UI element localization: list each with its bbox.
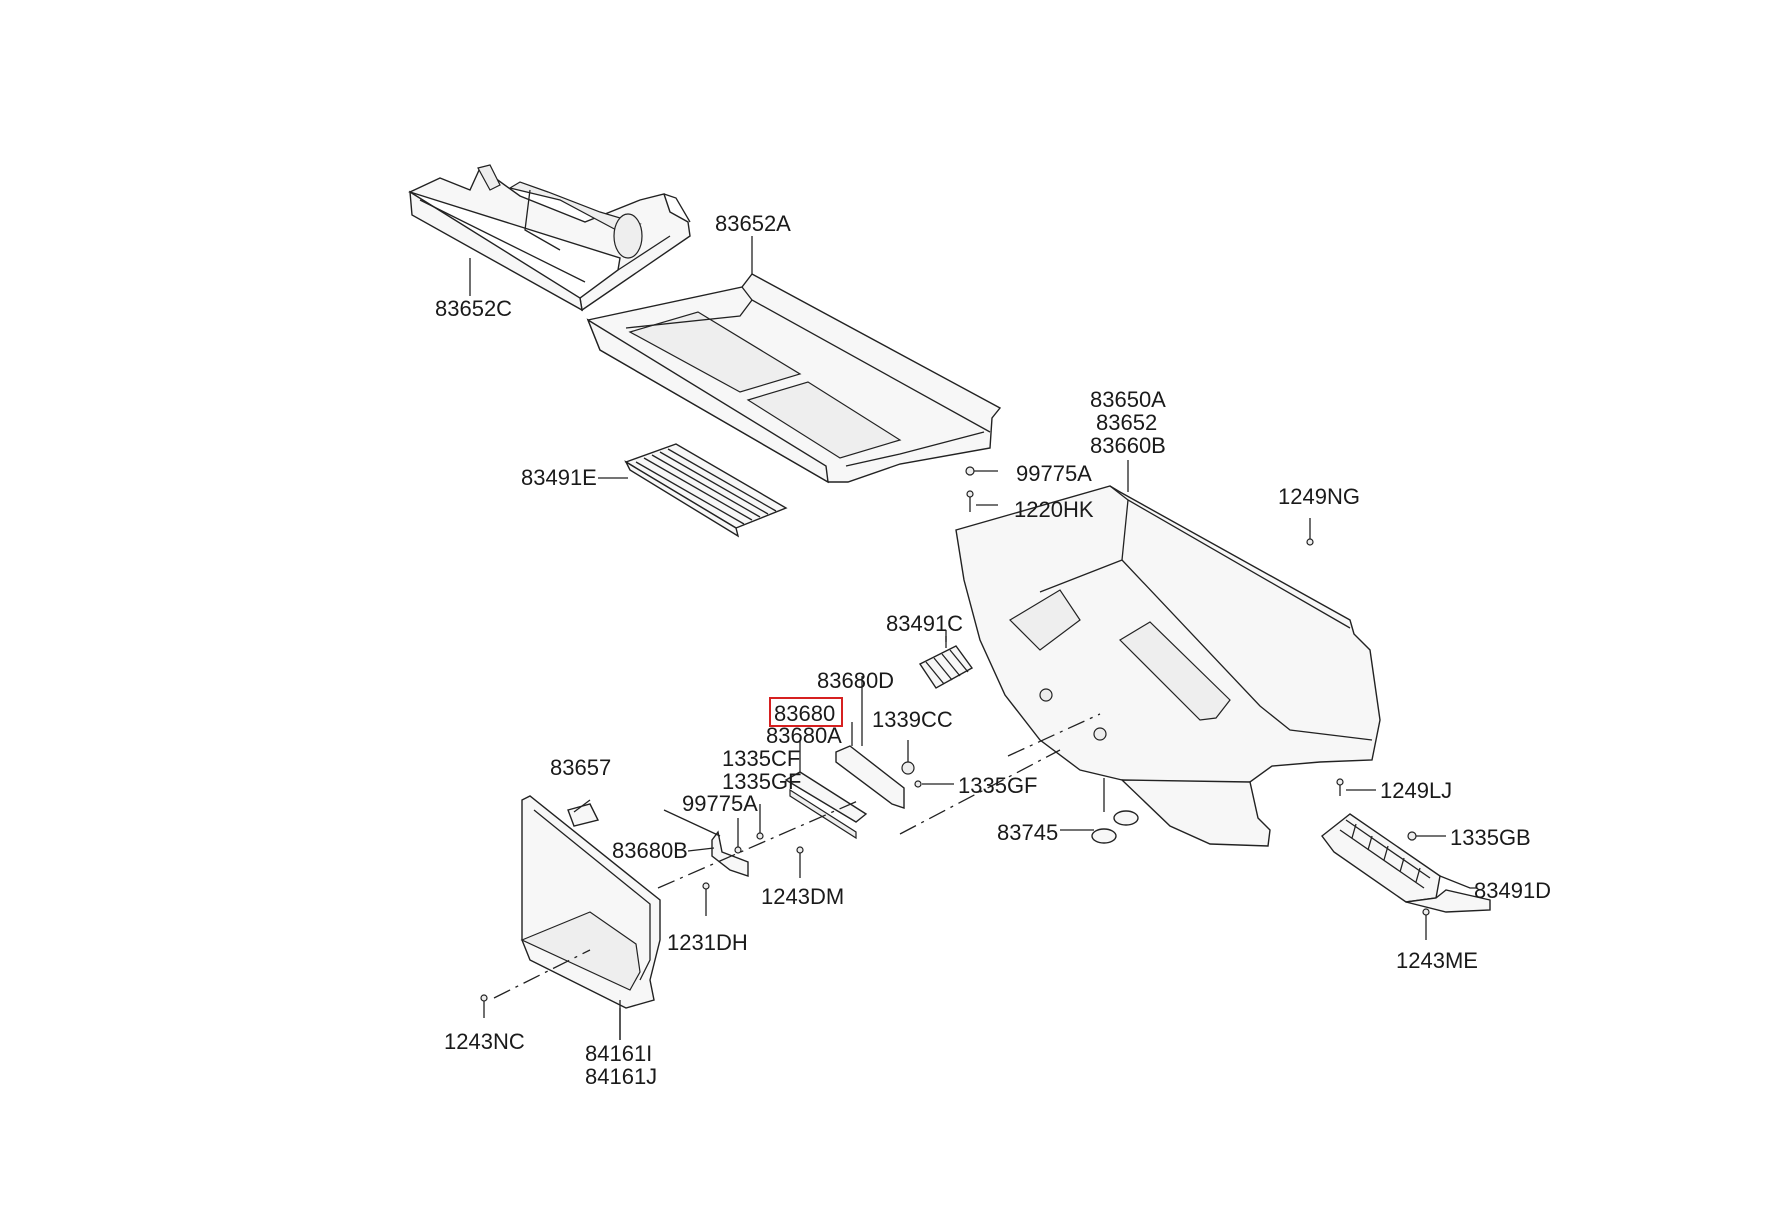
part-84161I-drawing — [520, 795, 661, 1040]
label-1243DM[interactable]: 1243DM — [761, 884, 844, 909]
small-fasteners-middle — [702, 804, 804, 916]
fastener-1249LJ — [1336, 778, 1376, 796]
part-83680B-drawing — [687, 830, 749, 877]
label-83745[interactable]: 83745 — [997, 820, 1058, 845]
label-1335CF[interactable]: 1335CF — [722, 746, 800, 771]
part-83657-drawing — [567, 803, 600, 827]
label-83660B[interactable]: 83660B — [1090, 433, 1166, 458]
label-83680A[interactable]: 83680A — [766, 723, 842, 748]
fastener-99775A-top — [965, 466, 998, 476]
fastener-1243NC — [480, 994, 488, 1018]
part-83652C-drawing — [408, 164, 691, 312]
label-1249LJ[interactable]: 1249LJ — [1380, 778, 1452, 803]
label-83491E[interactable]: 83491E — [521, 465, 597, 490]
fastener-1339CC — [901, 740, 915, 775]
label-83652[interactable]: 83652 — [1096, 410, 1157, 435]
label-99775A-mid[interactable]: 99775A — [682, 791, 758, 816]
label-83680[interactable]: 83680 — [774, 701, 835, 726]
label-83491D[interactable]: 83491D — [1474, 878, 1551, 903]
label-1339CC[interactable]: 1339CC — [872, 707, 953, 732]
label-99775A-top[interactable]: 99775A — [1016, 461, 1092, 486]
fastener-1249NG — [1306, 518, 1314, 546]
part-83491E-drawing — [624, 443, 788, 538]
fastener-1335GB — [1407, 831, 1446, 841]
label-83652C[interactable]: 83652C — [435, 296, 512, 321]
part-83491D-drawing — [1321, 813, 1491, 940]
fastener-1220HK — [966, 490, 998, 512]
label-84161J[interactable]: 84161J — [585, 1064, 657, 1089]
label-83491C[interactable]: 83491C — [886, 611, 963, 636]
label-83680D[interactable]: 83680D — [817, 668, 894, 693]
fastener-1335GF-right — [914, 780, 954, 788]
assembly-lines — [493, 749, 1061, 999]
label-83657[interactable]: 83657 — [550, 755, 611, 780]
label-84161I[interactable]: 84161I — [585, 1041, 652, 1066]
part-83680-drawing — [784, 722, 905, 840]
label-83680B[interactable]: 83680B — [612, 838, 688, 863]
label-1335GF-right[interactable]: 1335GF — [958, 773, 1038, 798]
highlight-box-83680 — [769, 697, 843, 727]
label-1243ME[interactable]: 1243ME — [1396, 948, 1478, 973]
label-83652A[interactable]: 83652A — [715, 211, 791, 236]
label-1249NG[interactable]: 1249NG — [1278, 484, 1360, 509]
part-83652A-drawing — [586, 273, 1002, 484]
label-1220HK[interactable]: 1220HK — [1014, 497, 1094, 522]
label-1335GF-left[interactable]: 1335GF — [722, 769, 802, 794]
callout-labels: 83652C 83652A 83650A 83652 83660B 83491E… — [435, 211, 1551, 1089]
label-1231DH[interactable]: 1231DH — [667, 930, 748, 955]
part-83650A-drawing — [955, 485, 1381, 847]
part-83745-drawing — [1091, 778, 1139, 844]
leader-lines — [469, 236, 1129, 1040]
label-1335GB[interactable]: 1335GB — [1450, 825, 1531, 850]
label-83650A[interactable]: 83650A — [1090, 387, 1166, 412]
label-1243NC[interactable]: 1243NC — [444, 1029, 525, 1054]
